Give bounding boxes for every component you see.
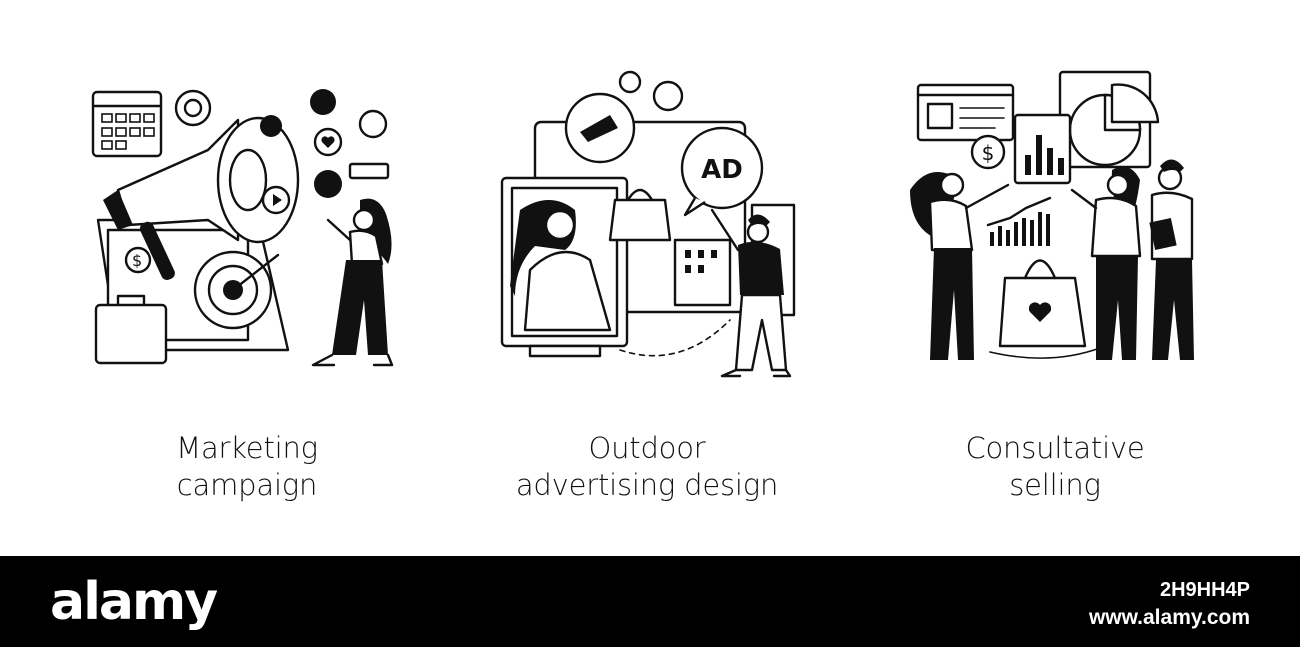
briefcase-icon xyxy=(94,303,168,365)
ad-label: AD xyxy=(701,155,743,185)
gear-icon xyxy=(174,89,212,127)
gear-icon xyxy=(652,80,684,112)
svg-text:$: $ xyxy=(132,251,142,270)
consultative-selling-illustration: $ xyxy=(900,60,1220,390)
chart-icon xyxy=(310,89,336,115)
marketing-campaign-illustration: $ xyxy=(88,60,408,390)
mail-icon xyxy=(314,170,342,198)
calendar-icon xyxy=(91,90,163,158)
watermark-footer: alamy 2H9HH4P www.alamy.com xyxy=(0,556,1300,647)
caption-line: advertising design xyxy=(515,468,779,502)
caption-line: selling xyxy=(1009,468,1101,502)
outdoor-advertising-illustration: AD xyxy=(490,60,810,390)
dollar-symbol: $ xyxy=(982,141,995,165)
image-id: 2H9HH4P xyxy=(1159,579,1250,601)
gear-icon xyxy=(618,70,642,94)
image-id-block: 2H9HH4P www.alamy.com xyxy=(1089,576,1250,632)
ad-bubble xyxy=(680,126,764,210)
shopping-bag-icon xyxy=(608,198,672,242)
alamy-logo: alamy xyxy=(50,572,218,632)
caption-outdoor-advertising: Outdoor advertising design xyxy=(467,430,827,504)
phone-icon xyxy=(358,109,388,139)
share-icon xyxy=(260,115,282,137)
site-url: www.alamy.com xyxy=(1088,606,1250,629)
stock-image: $ xyxy=(67,60,1235,504)
caption-consultative-selling: Consultative selling xyxy=(875,430,1235,504)
caption-line: Outdoor xyxy=(588,431,706,465)
caption-marketing-campaign: Marketing campaign xyxy=(67,430,427,504)
dollar-coin-icon xyxy=(970,134,1006,170)
caption-line: Marketing xyxy=(176,431,318,465)
caption-line: Consultative xyxy=(965,431,1145,465)
caption-line: campaign xyxy=(176,468,318,502)
